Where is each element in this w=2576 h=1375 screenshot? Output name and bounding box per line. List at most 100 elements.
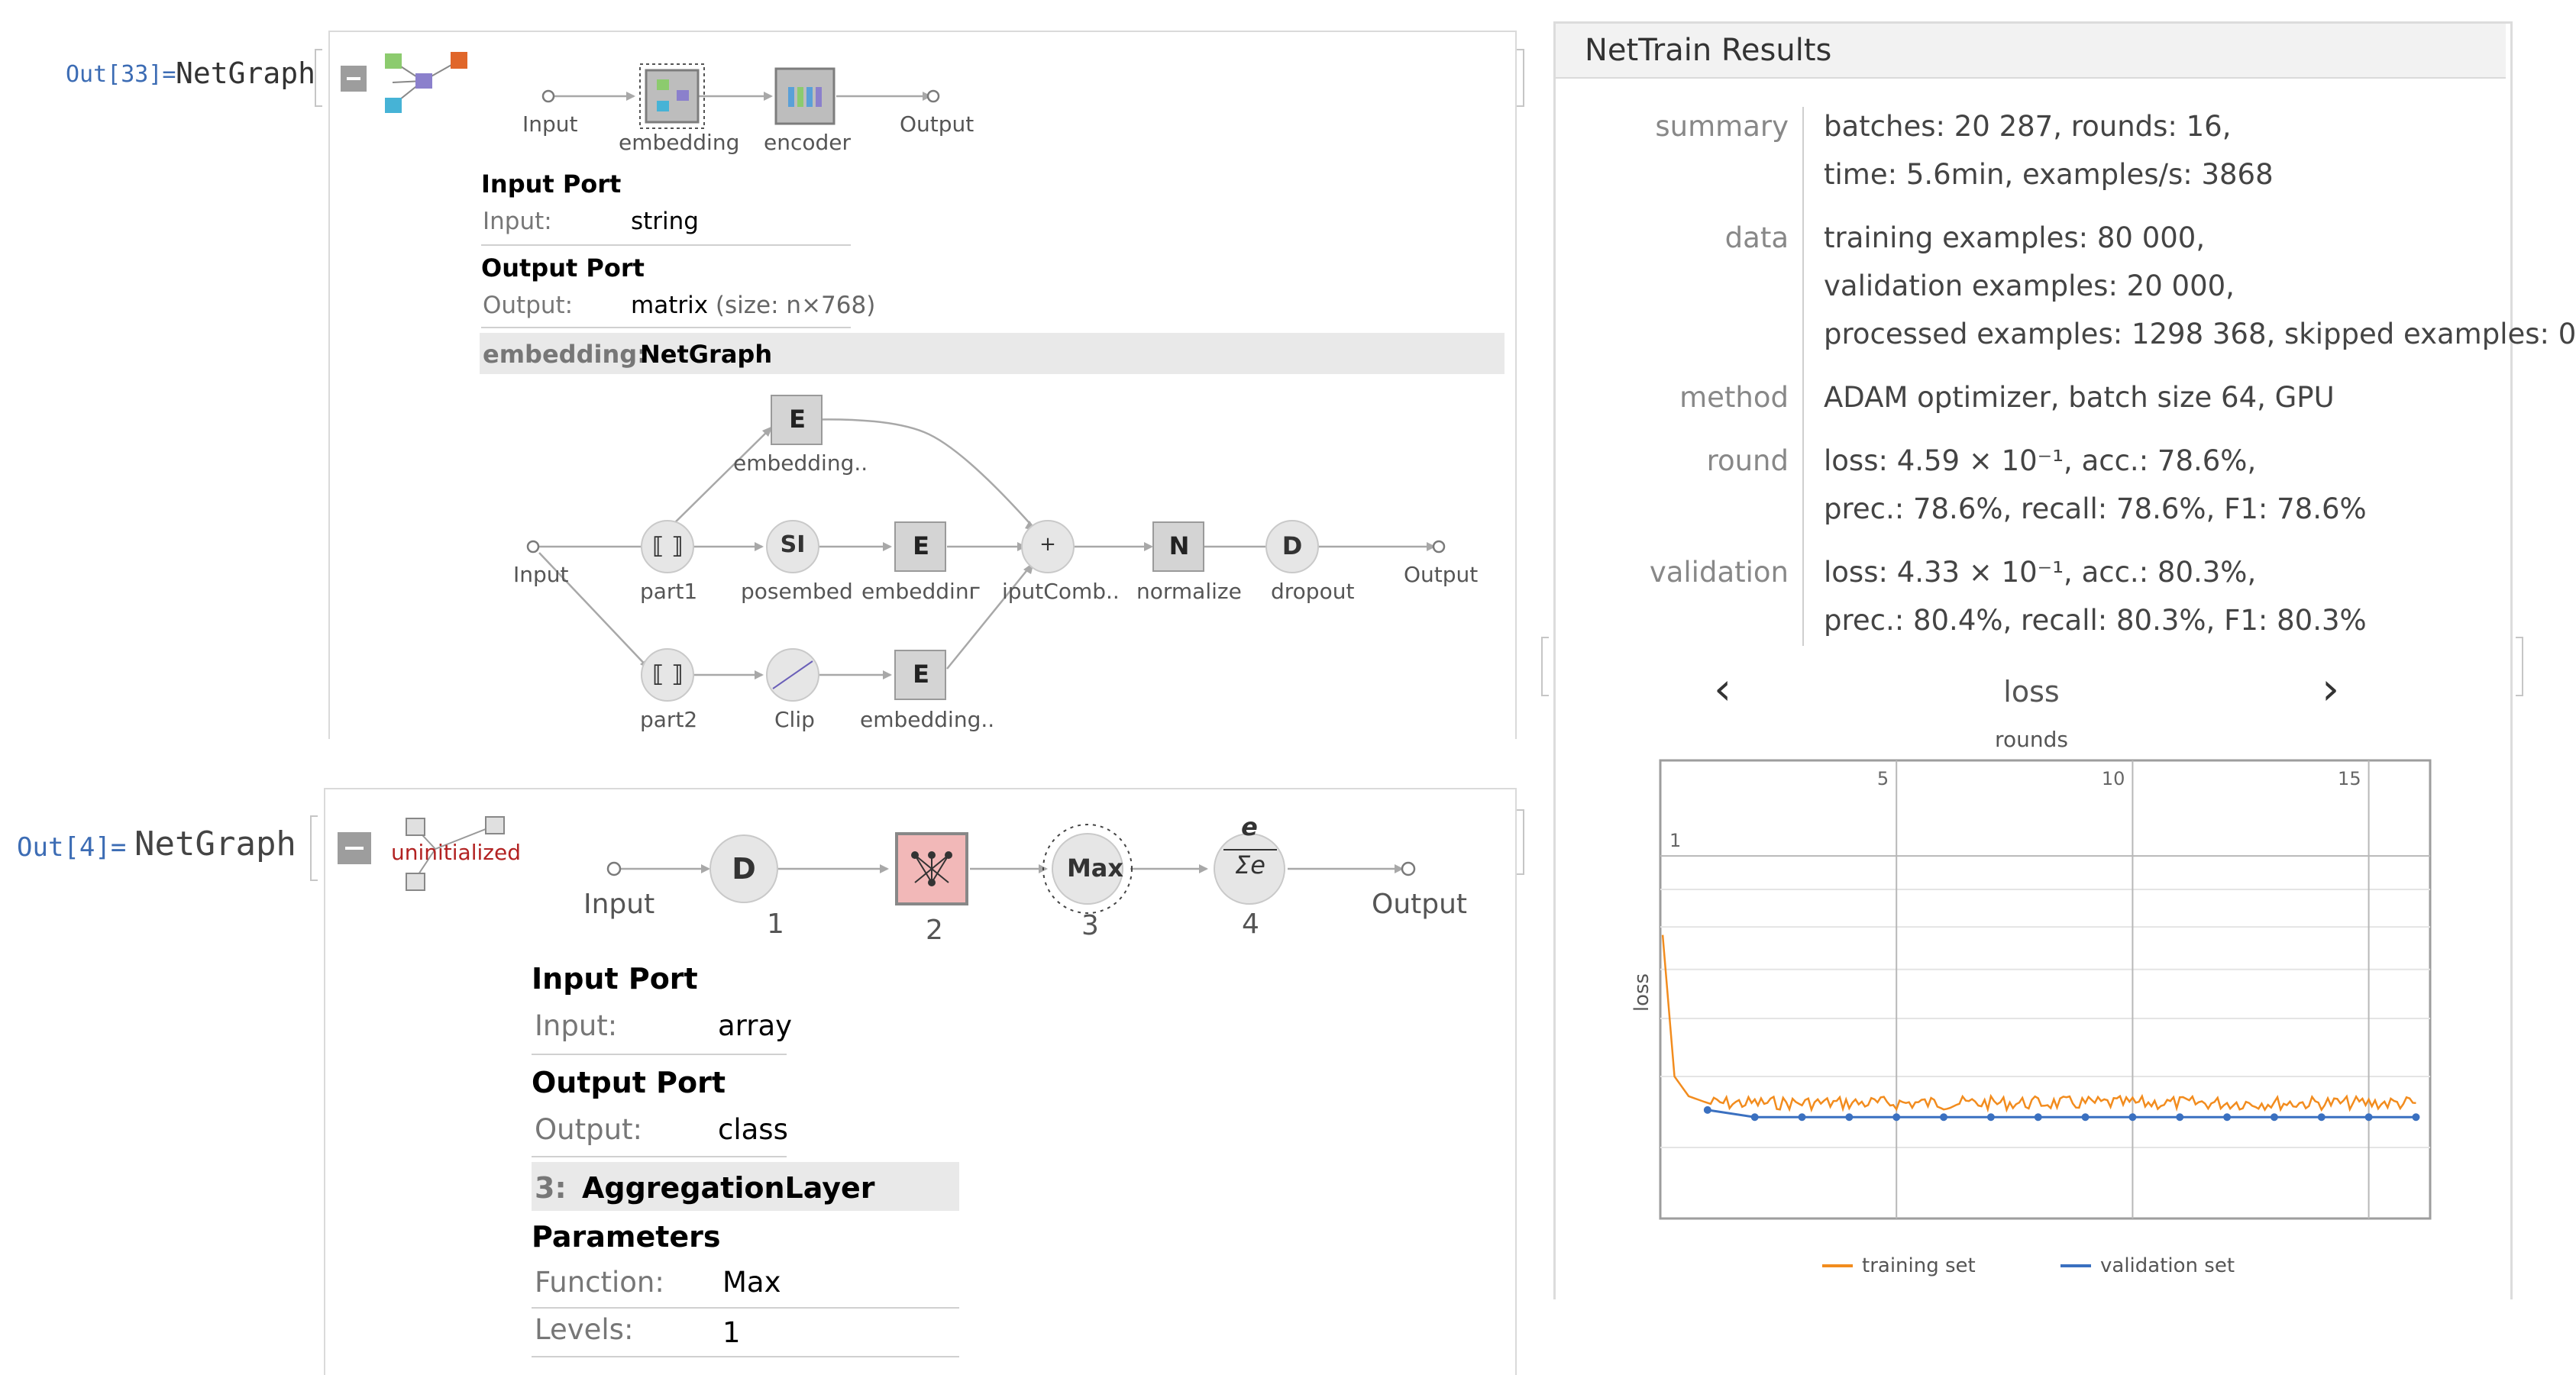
- results-value-summary: time: 5.6min, examples/s: 3868: [1824, 158, 2274, 191]
- embedding-bot-label: embedding..: [860, 707, 995, 732]
- results-title: NetTrain Results: [1585, 33, 1832, 68]
- validation-point: [1845, 1113, 1854, 1122]
- combine-glyph: +: [1039, 533, 1056, 556]
- part1-label: part1: [640, 579, 698, 604]
- selected-layer-bar[interactable]: embedding: NetGraph: [480, 333, 1505, 374]
- right-bracket: [1517, 809, 1524, 875]
- results-value-method: ADAM optimizer, batch size 64, GPU: [1824, 381, 2335, 414]
- softmax-glyph-top: e: [1241, 812, 1258, 841]
- validation-point: [2223, 1113, 2232, 1122]
- results-key-method: method: [1679, 381, 1789, 414]
- dropout-layer-node[interactable]: [709, 834, 778, 903]
- right-bracket: [1517, 49, 1524, 107]
- dropout-glyph: D: [732, 852, 756, 886]
- node3-index: 3: [1081, 910, 1099, 941]
- posembed-node[interactable]: [766, 520, 819, 573]
- embedding-node[interactable]: [639, 63, 705, 129]
- embedding-bot-glyph: E: [913, 660, 929, 689]
- embedding-bot-node[interactable]: [894, 650, 946, 700]
- collapse-button[interactable]: [338, 832, 371, 864]
- normalize-glyph: N: [1168, 531, 1190, 560]
- embedding-subgraph: [526, 395, 1446, 702]
- left-bracket: [1541, 637, 1549, 696]
- aggregation-layer-node[interactable]: [1042, 824, 1133, 914]
- input-port-title: Input Port: [481, 169, 622, 199]
- results-key-round: round: [1706, 444, 1789, 477]
- input-key: Input:: [535, 1009, 618, 1042]
- sub-output-label: Output: [1404, 562, 1479, 587]
- output-value: matrix (size: n×768): [631, 292, 875, 319]
- parameters-title: Parameters: [532, 1220, 721, 1254]
- chain-output-label: Output: [1372, 889, 1468, 920]
- part1-node[interactable]: [641, 520, 694, 573]
- collapse-button[interactable]: [341, 66, 367, 92]
- softmax-layer-node[interactable]: [1214, 833, 1285, 905]
- node2-index: 2: [926, 915, 943, 946]
- divider: [532, 1307, 959, 1309]
- minus-icon: [345, 847, 364, 850]
- node4-index: 4: [1242, 909, 1259, 940]
- embedding-top-label: embedding..: [733, 450, 868, 476]
- y-axis-label: loss: [1631, 973, 1653, 1012]
- embedding-mid-node[interactable]: [894, 521, 946, 572]
- embedding-mid-label: embeddinᴦ: [861, 579, 981, 604]
- chain-output-label: Output: [900, 111, 974, 137]
- uninitialized-label: uninitialized: [391, 840, 521, 865]
- combine-label: iputComb..: [1002, 579, 1120, 604]
- y-tick-label: 1: [1669, 830, 1681, 851]
- results-key-data: data: [1724, 221, 1789, 254]
- part2-node[interactable]: [641, 648, 694, 702]
- dropout-node[interactable]: [1265, 520, 1319, 573]
- x-axis-label: rounds: [1995, 727, 2068, 752]
- output-label-33: Out[33]=: [66, 61, 176, 88]
- bottom-chain-graph: [606, 824, 1416, 914]
- combine-node[interactable]: [1021, 520, 1075, 573]
- levels-value: 1: [722, 1316, 741, 1349]
- encoder-node[interactable]: [774, 67, 836, 125]
- embedding-top-glyph: E: [789, 405, 806, 434]
- validation-point: [2270, 1113, 2278, 1122]
- node1-index: 1: [767, 909, 784, 940]
- dropout-glyph: D: [1282, 531, 1303, 560]
- next-plot-button[interactable]: ›: [2322, 663, 2340, 715]
- prev-plot-button[interactable]: ‹: [1714, 663, 1732, 715]
- normalize-node[interactable]: [1152, 521, 1204, 572]
- selected-prefix: embedding:: [483, 340, 647, 369]
- plot-title: loss: [2003, 675, 2060, 708]
- output-port-title: Output Port: [532, 1066, 726, 1099]
- chain-input-label: Input: [522, 111, 578, 137]
- results-value-validation: loss: 4.33 × 10⁻¹, acc.: 80.3%,: [1824, 556, 2257, 589]
- chain-embedding-label: embedding: [619, 130, 740, 155]
- validation-point: [1750, 1113, 1759, 1122]
- clip-node[interactable]: [766, 648, 819, 702]
- validation-point: [1703, 1105, 1711, 1114]
- embedding-mid-glyph: E: [913, 531, 929, 560]
- posembed-glyph: SI: [780, 531, 806, 558]
- levels-key: Levels:: [535, 1313, 634, 1346]
- validation-point: [2364, 1113, 2373, 1122]
- selected-name: NetGraph: [640, 340, 773, 369]
- input-key: Input:: [483, 208, 552, 235]
- output-key: Output:: [535, 1113, 642, 1146]
- chain-encoder-label: encoder: [764, 130, 852, 155]
- linear-layer-node[interactable]: [895, 832, 968, 905]
- output-value: class: [718, 1113, 788, 1146]
- sub-input-label: Input: [513, 562, 569, 587]
- output-key: Output:: [483, 292, 574, 319]
- output-label-4: Out[4]=: [17, 832, 127, 863]
- validation-point: [2128, 1113, 2137, 1122]
- embedding-top-node[interactable]: [771, 395, 823, 445]
- part2-label: part2: [640, 707, 698, 732]
- x-tick-label: 10: [2102, 768, 2125, 789]
- output-size: (size: n×768): [715, 292, 876, 319]
- divider: [481, 327, 851, 328]
- left-bracket: [310, 815, 318, 881]
- results-header: NetTrain Results: [1556, 24, 2506, 79]
- uninitialized-netgraph-icon: [406, 816, 505, 891]
- validation-point: [2412, 1113, 2420, 1122]
- results-value-round: prec.: 78.6%, recall: 78.6%, F1: 78.6%: [1824, 492, 2367, 525]
- validation-point: [2081, 1113, 2090, 1122]
- selected-layer-bar[interactable]: 3: AggregationLayer: [532, 1162, 959, 1211]
- results-value-round: loss: 4.59 × 10⁻¹, acc.: 78.6%,: [1824, 444, 2257, 477]
